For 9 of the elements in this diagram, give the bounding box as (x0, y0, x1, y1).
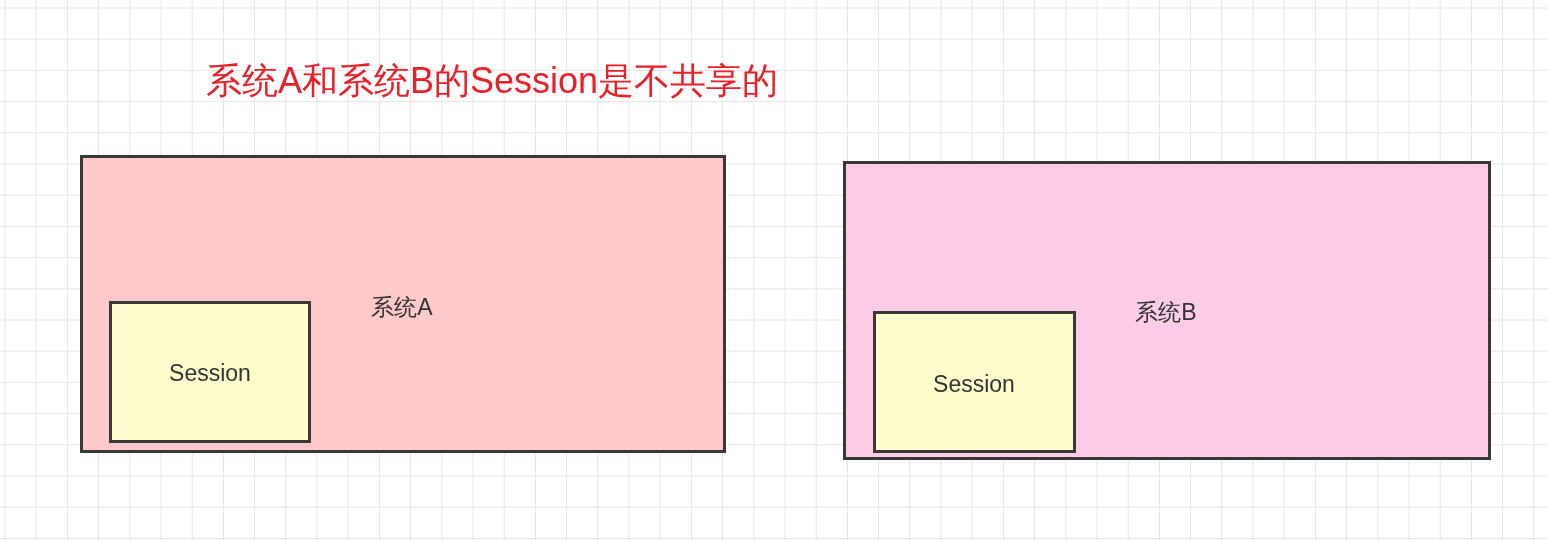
session-box (873, 311, 1076, 453)
system-box (80, 155, 726, 453)
system-box (843, 161, 1491, 460)
session-box (109, 301, 311, 443)
diagram-title: 系统A和系统B的Session是不共享的 (206, 59, 779, 103)
node-label: Session (933, 370, 1015, 398)
node-label: 系统A (371, 293, 433, 321)
node-label: 系统B (1135, 298, 1197, 326)
node-label: Session (169, 359, 251, 387)
